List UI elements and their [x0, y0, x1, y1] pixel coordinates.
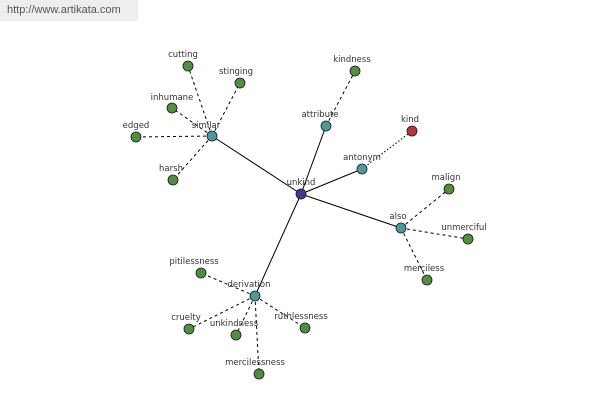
node-antonym[interactable]: antonym [343, 153, 381, 175]
node-harsh-label: harsh [159, 164, 183, 174]
edge-derivation-mercilessness [254, 295, 260, 375]
edge-unkind-attribute [300, 125, 327, 195]
node-stinging-dot[interactable] [234, 77, 246, 89]
node-stinging-label: stinging [219, 67, 253, 77]
node-harsh-dot[interactable] [167, 174, 179, 186]
node-mercilessness-label: mercilessness [225, 358, 285, 368]
node-cruelty-label: cruelty [171, 313, 201, 323]
node-unkindness-dot[interactable] [230, 329, 242, 341]
node-pitilessness-dot[interactable] [195, 267, 207, 279]
node-unkindness[interactable]: unkindness [210, 319, 259, 341]
node-kind-label: kind [401, 115, 419, 125]
edge-derivation-cruelty [188, 295, 256, 330]
node-unkind[interactable]: unkind [287, 178, 316, 200]
node-also[interactable]: also [389, 212, 407, 234]
edge-unkind-similar [211, 135, 302, 195]
edge-also-merciless [400, 227, 428, 281]
node-mercilessness-dot[interactable] [253, 368, 265, 380]
node-attribute-dot[interactable] [320, 120, 332, 132]
edge-antonym-kind [361, 130, 413, 170]
node-unkindness-label: unkindness [210, 319, 259, 329]
node-ruthlessness-dot[interactable] [299, 322, 311, 334]
node-kindness-dot[interactable] [349, 65, 361, 77]
node-kind-dot[interactable] [406, 125, 418, 137]
node-malign[interactable]: malign [432, 173, 461, 195]
node-malign-dot[interactable] [443, 183, 455, 195]
node-cutting-label: cutting [168, 50, 198, 60]
node-unkind-dot[interactable] [295, 188, 307, 200]
edge-similar-inhumane [171, 107, 213, 137]
edge-unkind-antonym [300, 168, 363, 195]
node-cutting-dot[interactable] [182, 60, 194, 72]
edge-similar-stinging [211, 82, 241, 137]
edge-also-unmerciful [400, 227, 469, 240]
node-mercilessness[interactable]: mercilessness [225, 358, 285, 380]
node-pitilessness-label: pitilessness [169, 257, 219, 267]
node-similar-dot[interactable] [206, 130, 218, 142]
node-unmerciful[interactable]: unmerciful [441, 223, 487, 245]
node-stinging[interactable]: stinging [219, 67, 253, 89]
edge-derivation-pitilessness [200, 272, 256, 297]
edges [135, 65, 469, 375]
node-inhumane[interactable]: inhumane [151, 93, 194, 114]
node-edged-dot[interactable] [130, 131, 142, 143]
node-cruelty[interactable]: cruelty [171, 313, 201, 335]
node-merciless-label: merciless [404, 264, 445, 274]
edge-derivation-unkindness [235, 295, 256, 336]
node-ruthlessness-label: ruthlessness [274, 312, 328, 322]
node-unmerciful-dot[interactable] [462, 233, 474, 245]
edge-unkind-derivation [254, 193, 302, 297]
nodes: unkind similar attribute antonym also derivat… [123, 50, 487, 380]
node-derivation[interactable]: derivation [227, 280, 271, 302]
node-malign-label: malign [432, 173, 461, 183]
node-also-dot[interactable] [395, 222, 407, 234]
node-unmerciful-label: unmerciful [441, 223, 486, 233]
node-antonym-label: antonym [343, 153, 381, 163]
edge-attribute-kindness [325, 70, 356, 127]
node-pitilessness[interactable]: pitilessness [169, 257, 219, 279]
node-also-label: also [389, 212, 406, 222]
node-inhumane-label: inhumane [151, 93, 194, 103]
node-kindness-label: kindness [333, 55, 371, 65]
node-unkind-label: unkind [287, 178, 316, 188]
node-attribute-label: attribute [301, 110, 338, 120]
edge-similar-edged [135, 135, 213, 138]
site-url[interactable]: http://www.artikata.com [7, 4, 121, 16]
node-harsh[interactable]: harsh [159, 164, 183, 186]
node-inhumane-dot[interactable] [166, 102, 178, 114]
edge-derivation-ruthlessness [254, 295, 306, 329]
node-cutting[interactable]: cutting [168, 50, 198, 72]
edge-also-malign [400, 188, 450, 229]
node-attribute[interactable]: attribute [301, 110, 339, 132]
node-edged-label: edged [123, 121, 150, 131]
node-derivation-dot[interactable] [249, 290, 261, 302]
node-cruelty-dot[interactable] [183, 323, 195, 335]
node-kind[interactable]: kind [401, 115, 419, 137]
node-antonym-dot[interactable] [356, 163, 368, 175]
edge-unkind-also [300, 193, 402, 229]
edge-similar-harsh [172, 135, 213, 181]
edge-similar-cutting [187, 65, 213, 137]
node-ruthlessness[interactable]: ruthlessness [274, 312, 328, 334]
node-kindness[interactable]: kindness [333, 55, 371, 77]
url-banner: http://www.artikata.com [0, 0, 138, 21]
node-edged[interactable]: edged [123, 121, 150, 143]
node-similar-label: similar [192, 121, 221, 131]
node-merciless[interactable]: merciless [404, 264, 445, 286]
node-derivation-label: derivation [227, 280, 270, 290]
node-merciless-dot[interactable] [421, 274, 433, 286]
node-similar[interactable]: similar [192, 121, 221, 142]
